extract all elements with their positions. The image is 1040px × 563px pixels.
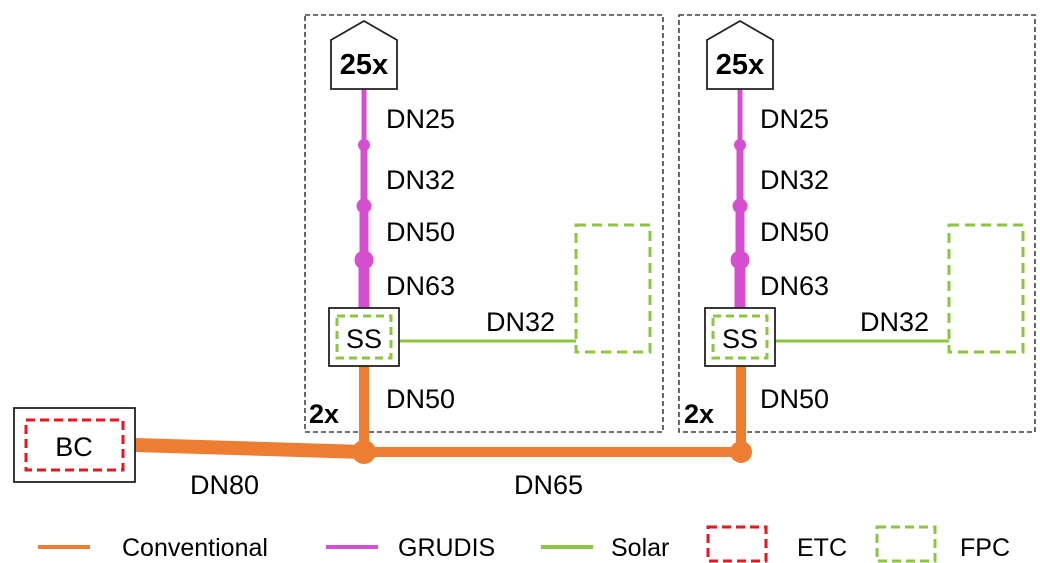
- legend-label: Conventional: [122, 534, 268, 562]
- house-label: 25x: [340, 49, 388, 81]
- riser-node: [356, 198, 372, 214]
- main-pipe-dn80: [134, 438, 365, 459]
- junction-2: [730, 441, 752, 463]
- substation-solar-storage: [335, 314, 393, 360]
- branch-label: DN50: [386, 384, 455, 414]
- block-2-boundary: [678, 14, 1036, 433]
- main-pipe-2-label: DN65: [514, 470, 583, 500]
- substation-label: SS: [346, 324, 382, 354]
- fpc-collector-box: [947, 223, 1025, 354]
- branch-label: DN50: [760, 384, 829, 414]
- solar-pipe-label: DN32: [486, 307, 555, 337]
- riser-label: DN32: [760, 165, 829, 195]
- substation-solar-storage: [711, 314, 769, 360]
- substation-box: [328, 307, 400, 367]
- house-icon: [330, 19, 398, 90]
- riser-node: [358, 139, 370, 151]
- block-1-boundary: [304, 14, 664, 433]
- boiler-label: BC: [55, 432, 93, 462]
- red-dashed-box-icon: [706, 525, 768, 563]
- fpc-collector-box: [574, 223, 652, 354]
- block-2: 25x DN25 DN32 DN50 DN63 DN32 SS DN50 2x: [684, 19, 1025, 429]
- substation-label: SS: [722, 324, 758, 354]
- riser-node: [734, 139, 746, 151]
- multiplier-label: 2x: [684, 399, 714, 429]
- etc-collector-box: [24, 418, 125, 472]
- legend-label: ETC: [797, 534, 847, 562]
- junction-1: [352, 440, 376, 464]
- substation-box: [704, 307, 776, 367]
- riser-node: [732, 198, 748, 214]
- main-pipe-1-label: DN80: [190, 470, 259, 500]
- riser-label: DN50: [760, 217, 829, 247]
- house-icon: [706, 19, 774, 90]
- legend: Conventional GRUDIS Solar ETC FPC: [38, 525, 1010, 563]
- legend-label: GRUDIS: [398, 534, 495, 562]
- house-label: 25x: [716, 49, 764, 81]
- block-1: 25x DN25 DN32 DN50 DN63 DN32 SS DN50 2x: [309, 19, 652, 429]
- multiplier-label: 2x: [309, 399, 339, 429]
- legend-label: FPC: [960, 534, 1010, 562]
- legend-label: Solar: [611, 534, 669, 562]
- riser-label: DN50: [386, 217, 455, 247]
- solar-pipe-label: DN32: [860, 307, 929, 337]
- riser-label: DN25: [760, 104, 829, 134]
- riser-label: DN63: [386, 271, 455, 301]
- riser-label: DN63: [760, 271, 829, 301]
- green-dashed-box-icon: [875, 525, 937, 563]
- riser-node: [730, 250, 750, 270]
- riser-label: DN32: [386, 165, 455, 195]
- riser-label: DN25: [386, 104, 455, 134]
- riser-node: [354, 250, 374, 270]
